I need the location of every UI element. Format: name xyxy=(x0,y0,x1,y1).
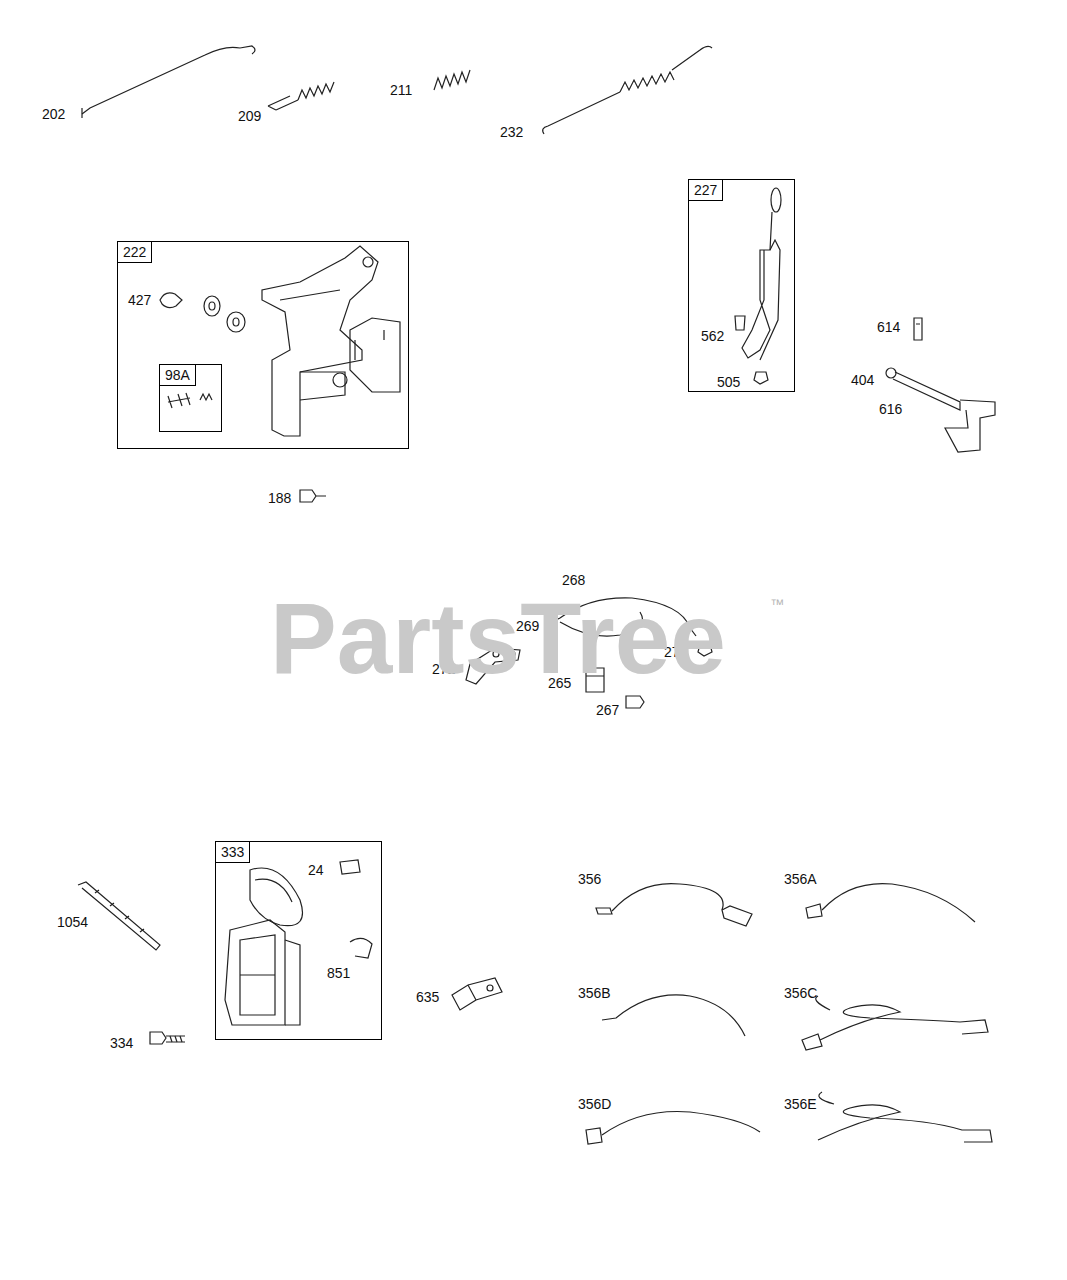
callout-number: 356 xyxy=(578,871,601,887)
part-group-box: 227 562 505 xyxy=(688,179,795,392)
group-number: 222 xyxy=(118,242,152,263)
callout-number: 356A xyxy=(784,871,817,887)
callout-number: 562 xyxy=(701,328,724,344)
callout-number: 188 xyxy=(268,490,291,506)
group-number: 333 xyxy=(216,842,250,863)
callout-number: 356B xyxy=(578,985,611,1001)
callout-number: 24 xyxy=(308,862,324,878)
trademark-sign: ™ xyxy=(770,596,784,612)
part-group-box: 222 427 98A xyxy=(117,241,409,449)
callout-number: 267 xyxy=(596,702,619,718)
callout-number: 404 xyxy=(851,372,874,388)
callout-number: 209 xyxy=(238,108,261,124)
callout-number: 1054 xyxy=(57,914,88,930)
callout-number: 505 xyxy=(717,374,740,390)
part-group-box: 98A xyxy=(159,364,222,432)
group-number: 98A xyxy=(160,365,196,386)
callout-number: 614 xyxy=(877,319,900,335)
callout-number: 427 xyxy=(128,292,151,308)
callout-number: 211 xyxy=(390,82,412,98)
part-group-box: 333 24 851 xyxy=(215,841,382,1040)
callout-number: 616 xyxy=(879,401,902,417)
callout-number: 635 xyxy=(416,989,439,1005)
callout-number: 356C xyxy=(784,985,817,1001)
callout-number: 202 xyxy=(42,106,65,122)
callout-number: 851 xyxy=(327,965,350,981)
callout-number: 356D xyxy=(578,1096,611,1112)
callout-number: 232 xyxy=(500,124,523,140)
watermark: PartsTree xyxy=(270,583,726,693)
group-number: 227 xyxy=(689,180,723,201)
callout-number: 356E xyxy=(784,1096,817,1112)
callout-number: 334 xyxy=(110,1035,133,1051)
